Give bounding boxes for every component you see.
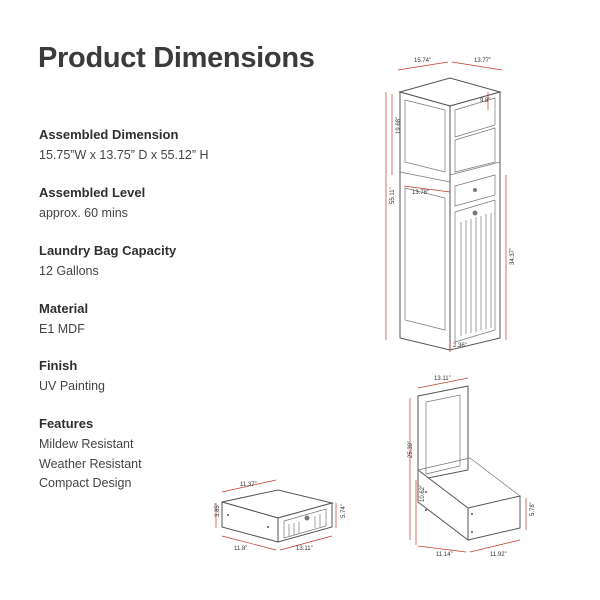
spec-features: Features Mildew Resistant Weather Resist… bbox=[39, 416, 142, 494]
hamper-dimension-lines bbox=[409, 377, 527, 553]
hamper-dimension-labels: 13.11” 25.39” 10.62” 5.78” 11.14” 11.92” bbox=[408, 376, 536, 558]
spec-heading: Assembled Level bbox=[39, 185, 146, 200]
dim-lower-height: 34.37” bbox=[510, 248, 516, 265]
feature-item: Mildew Resistant bbox=[39, 437, 134, 451]
spec-value: 12 Gallons bbox=[39, 264, 99, 278]
spec-finish: Finish UV Painting bbox=[39, 358, 105, 397]
dim-hamper-bottom-left: 11.14” bbox=[436, 552, 453, 558]
feature-item: Compact Design bbox=[39, 476, 132, 490]
dim-hamper-bottom-right: 11.92” bbox=[490, 552, 507, 558]
spec-heading: Assembled Dimension bbox=[39, 127, 179, 142]
spec-value: 15.75”W x 13.75” D x 55.12” H bbox=[39, 148, 209, 162]
spec-heading: Laundry Bag Capacity bbox=[39, 243, 177, 258]
dim-width: 15.74” bbox=[414, 58, 431, 64]
dim-drawer-right-height: 5.74” bbox=[341, 504, 347, 518]
hamper-body bbox=[417, 385, 521, 542]
cabinet-body bbox=[398, 77, 502, 351]
spec-heading: Finish bbox=[39, 358, 78, 373]
dim-hamper-right-height: 5.78” bbox=[530, 502, 536, 516]
dim-hamper-top: 13.11” bbox=[434, 376, 451, 382]
spec-assembled-dimension: Assembled Dimension 15.75”W x 13.75” D x… bbox=[39, 127, 209, 166]
spec-value: UV Painting bbox=[39, 379, 106, 393]
spec-heading: Material bbox=[39, 301, 89, 316]
spec-heading: Features bbox=[39, 416, 94, 431]
drawer-dimension-lines bbox=[215, 479, 337, 551]
dim-depth: 13.77” bbox=[474, 58, 491, 64]
page-title: Product Dimensions bbox=[38, 42, 315, 74]
dim-drawer-top: 11.37” bbox=[240, 482, 257, 488]
drawer-body bbox=[221, 489, 334, 543]
dim-hamper-height: 25.39” bbox=[408, 441, 414, 458]
spec-material: Material E1 MDF bbox=[39, 301, 88, 340]
spec-laundry-bag-capacity: Laundry Bag Capacity 12 Gallons bbox=[39, 243, 176, 282]
drawer-dimension-labels: 11.37” 3.85” 5.74” 11.8” 13.11” bbox=[215, 482, 347, 552]
spec-value: approx. 60 mins bbox=[39, 206, 128, 220]
dim-hamper-box-height: 10.62” bbox=[420, 485, 426, 502]
spec-assembled-level: Assembled Level approx. 60 mins bbox=[39, 185, 145, 224]
dim-upper-height: 19.68” bbox=[396, 117, 402, 134]
cabinet-dimension-lines bbox=[385, 61, 507, 352]
dim-inner-width: 13.78” bbox=[412, 190, 429, 196]
dim-shelf-gap: 9.8” bbox=[480, 98, 490, 104]
dim-base-height: 2.36” bbox=[453, 343, 467, 349]
spec-value: E1 MDF bbox=[39, 322, 85, 336]
cabinet-dimension-labels: 15.74” 13.77” 9.8” 19.68” 55.11” 13.78” … bbox=[390, 58, 516, 349]
dim-drawer-left-height: 3.85” bbox=[215, 503, 221, 517]
dim-total-height: 55.11” bbox=[390, 187, 396, 204]
dim-drawer-bottom-left: 11.8” bbox=[234, 546, 247, 552]
feature-item: Weather Resistant bbox=[39, 456, 142, 471]
dim-drawer-bottom-right: 13.11” bbox=[296, 546, 313, 552]
